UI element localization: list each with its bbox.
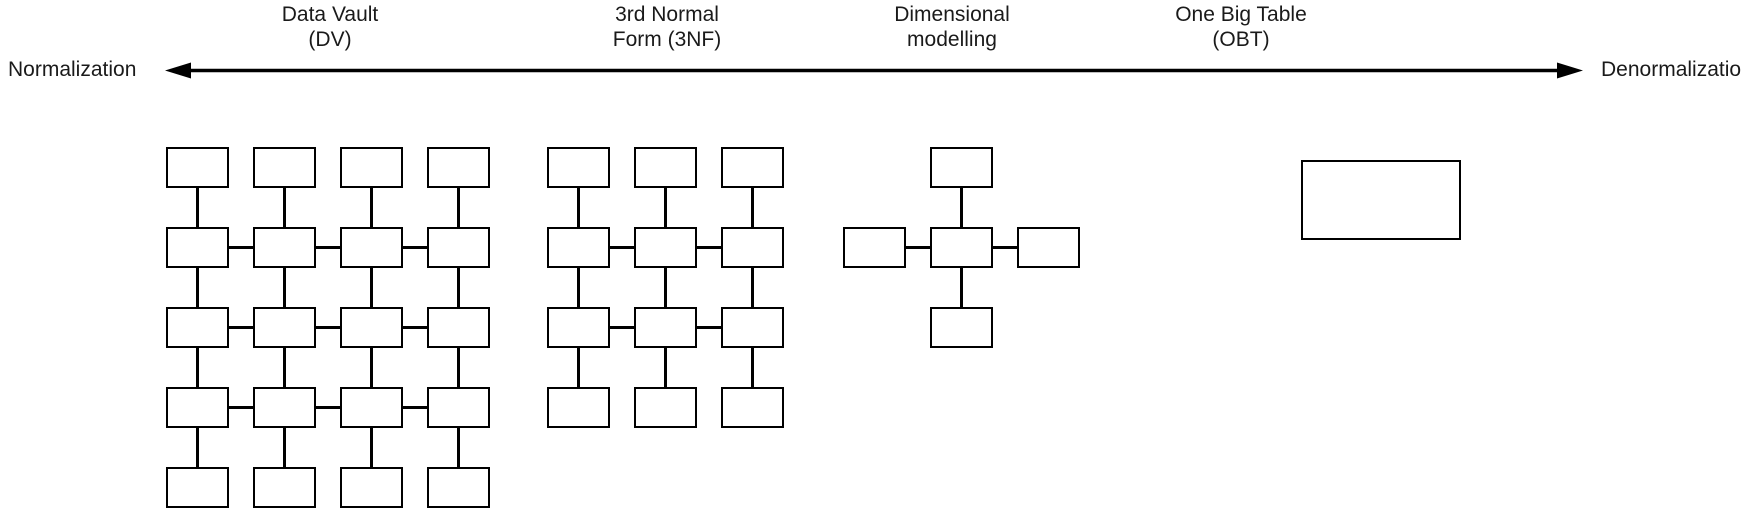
schema-connector-vertical [370,188,373,227]
schema-box [166,227,229,268]
approach-label-line1: Data Vault [281,3,379,26]
schema-connector-vertical [960,188,963,227]
schema-connector-vertical [664,348,667,387]
schema-connector-vertical [577,348,580,387]
approach-label-one-big-table: One Big Table (OBT) [1111,2,1371,52]
schema-connector-horizontal [229,246,253,249]
schema-box-dimension-left [843,227,906,268]
schema-box [721,147,784,188]
schema-connector-vertical [283,188,286,227]
schema-box [721,227,784,268]
schema-box [166,307,229,348]
schema-box-fact-table [930,227,993,268]
schema-box-dimension-right [1017,227,1080,268]
schema-box [634,147,697,188]
schema-connector-horizontal [229,326,253,329]
schema-box [634,227,697,268]
schema-connector-horizontal [906,246,930,249]
schema-box [547,387,610,428]
schema-box-one-big-table [1301,160,1461,240]
schema-connector-horizontal [697,326,721,329]
schema-box [340,227,403,268]
approach-label-line2: modelling [907,28,997,51]
schema-connector-vertical [283,348,286,387]
schema-connector-vertical [751,268,754,307]
axis-label-denormalization: Denormalization [1601,58,1742,81]
schema-connector-vertical [196,268,199,307]
approach-label-line1: Dimensional [894,3,1010,26]
schema-box [721,307,784,348]
schema-connector-horizontal [403,246,427,249]
schema-box [634,307,697,348]
schema-connector-vertical [283,268,286,307]
schema-box [253,387,316,428]
schema-connector-horizontal [697,246,721,249]
schema-box [427,467,490,508]
schema-connector-vertical [457,348,460,387]
schema-box [166,387,229,428]
schema-box [340,387,403,428]
schema-connector-vertical [457,268,460,307]
schema-box [547,227,610,268]
schema-connector-vertical [457,428,460,467]
schema-connector-horizontal [610,246,634,249]
schema-connector-horizontal [403,406,427,409]
schema-box [427,307,490,348]
schema-connector-vertical [457,188,460,227]
spectrum-double-arrow-icon [165,62,1583,79]
approach-label-line1: One Big Table [1175,3,1307,26]
schema-connector-horizontal [229,406,253,409]
schema-box [721,387,784,428]
schema-connector-vertical [664,188,667,227]
schema-connector-horizontal [316,326,340,329]
schema-box-dimension-bottom [930,307,993,348]
schema-box [253,467,316,508]
schema-box [427,227,490,268]
schema-box [166,467,229,508]
schema-connector-horizontal [316,246,340,249]
schema-box-dimension-top [930,147,993,188]
schema-connector-vertical [196,428,199,467]
approach-label-line2: (OBT) [1212,28,1270,51]
approach-label-line2: Form (3NF) [612,28,722,51]
schema-connector-horizontal [993,246,1017,249]
approach-label-line2: (DV) [308,28,352,51]
schema-connector-vertical [370,428,373,467]
schema-connector-vertical [960,268,963,307]
schema-connector-vertical [751,188,754,227]
schema-connector-vertical [664,268,667,307]
schema-box [166,147,229,188]
schema-connector-vertical [370,268,373,307]
approach-label-line1: 3rd Normal [615,3,719,26]
schema-connector-vertical [283,428,286,467]
schema-box [547,147,610,188]
schema-connector-vertical [196,348,199,387]
approach-label-data-vault: Data Vault (DV) [200,2,460,52]
schema-connector-horizontal [403,326,427,329]
schema-box [547,307,610,348]
schema-box [340,147,403,188]
schema-box [340,307,403,348]
schema-connector-vertical [196,188,199,227]
schema-connector-horizontal [316,406,340,409]
schema-box [253,147,316,188]
axis-label-normalization: Normalization [8,58,137,81]
schema-box [427,387,490,428]
schema-connector-vertical [577,268,580,307]
schema-box [253,227,316,268]
schema-connector-horizontal [610,326,634,329]
approach-label-dimensional-modelling: Dimensional modelling [822,2,1082,52]
schema-connector-vertical [370,348,373,387]
approach-label-third-normal-form: 3rd Normal Form (3NF) [537,2,797,52]
schema-box [634,387,697,428]
schema-box [427,147,490,188]
schema-box [253,307,316,348]
schema-connector-vertical [577,188,580,227]
schema-box [340,467,403,508]
schema-connector-vertical [751,348,754,387]
